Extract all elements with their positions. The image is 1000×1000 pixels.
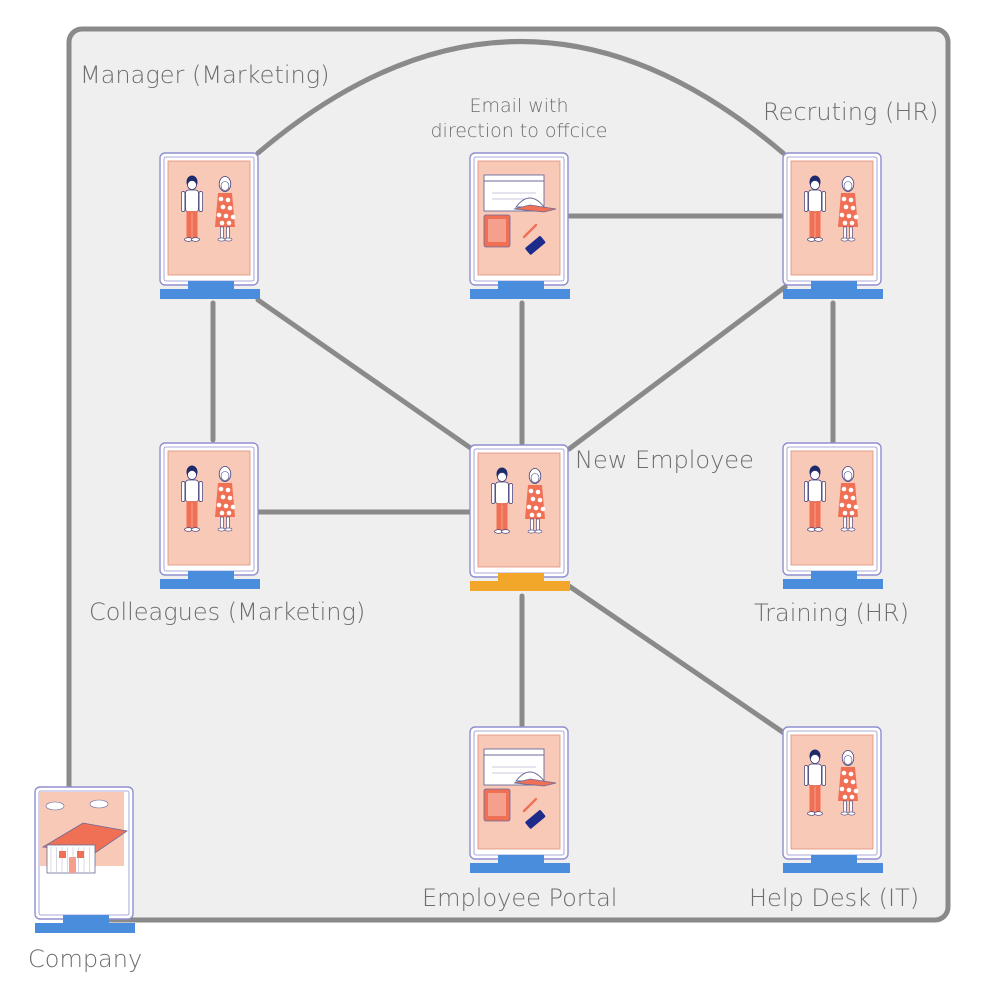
tablet [483, 214, 511, 248]
label-helpdesk: Help Desk (IT) [749, 884, 920, 912]
label-training: Training (HR) [754, 599, 909, 627]
devices-icon [477, 160, 561, 276]
people-icon [790, 160, 874, 276]
man-figure [181, 465, 203, 532]
node-recruiting [782, 152, 883, 299]
node-colleagues [159, 442, 260, 589]
label-portal: Employee Portal [422, 884, 618, 912]
card-base [470, 855, 570, 873]
house-icon [40, 792, 129, 910]
man-figure [181, 175, 203, 242]
label-email-line-2: direction to offcice [430, 120, 608, 143]
people-icon [477, 452, 561, 568]
card-base [783, 855, 883, 873]
woman-figure [215, 176, 236, 242]
card-base [160, 281, 260, 299]
hard-hat [513, 771, 557, 787]
connector-manager-to-new_employee [255, 297, 475, 452]
node-training [782, 442, 883, 589]
node-company [34, 786, 135, 933]
people-icon [790, 734, 874, 850]
card-base [783, 281, 883, 299]
node-helpdesk [782, 726, 883, 873]
label-manager: Manager (Marketing) [80, 61, 330, 89]
people-icon [167, 160, 251, 276]
label-email-line-1: Email with [469, 95, 569, 117]
card-base [35, 915, 135, 933]
node-email [469, 152, 570, 299]
card-base [470, 573, 570, 591]
hard-hat [513, 197, 557, 213]
people-icon [167, 450, 251, 566]
people-icon [790, 450, 874, 566]
woman-figure [525, 468, 546, 534]
label-company: Company [28, 945, 143, 973]
connector-recruiting-to-new_employee [566, 284, 788, 452]
woman-figure [838, 750, 859, 816]
woman-figure [838, 466, 859, 532]
node-portal [469, 726, 570, 873]
nodes-layer [34, 152, 883, 933]
man-figure [804, 749, 826, 816]
label-email: Email with direction to offcice [431, 94, 608, 144]
node-new-employee [469, 444, 570, 591]
man-figure [804, 175, 826, 242]
card-base [470, 281, 570, 299]
card-base [783, 571, 883, 589]
woman-figure [215, 466, 236, 532]
woman-figure [838, 176, 859, 242]
man-figure [491, 467, 513, 534]
man-figure [804, 465, 826, 532]
node-manager [159, 152, 260, 299]
connectors-layer [210, 39, 836, 736]
tablet [483, 788, 511, 822]
label-new-employee: New Employee [575, 446, 754, 474]
devices-icon [477, 734, 561, 850]
connector-new_employee-to-helpdesk [566, 583, 787, 736]
connector-manager-to-recruiting [255, 39, 786, 156]
card-base [160, 571, 260, 589]
label-colleagues: Colleagues (Marketing) [89, 598, 366, 626]
label-recruiting: Recruting (HR) [763, 98, 939, 126]
